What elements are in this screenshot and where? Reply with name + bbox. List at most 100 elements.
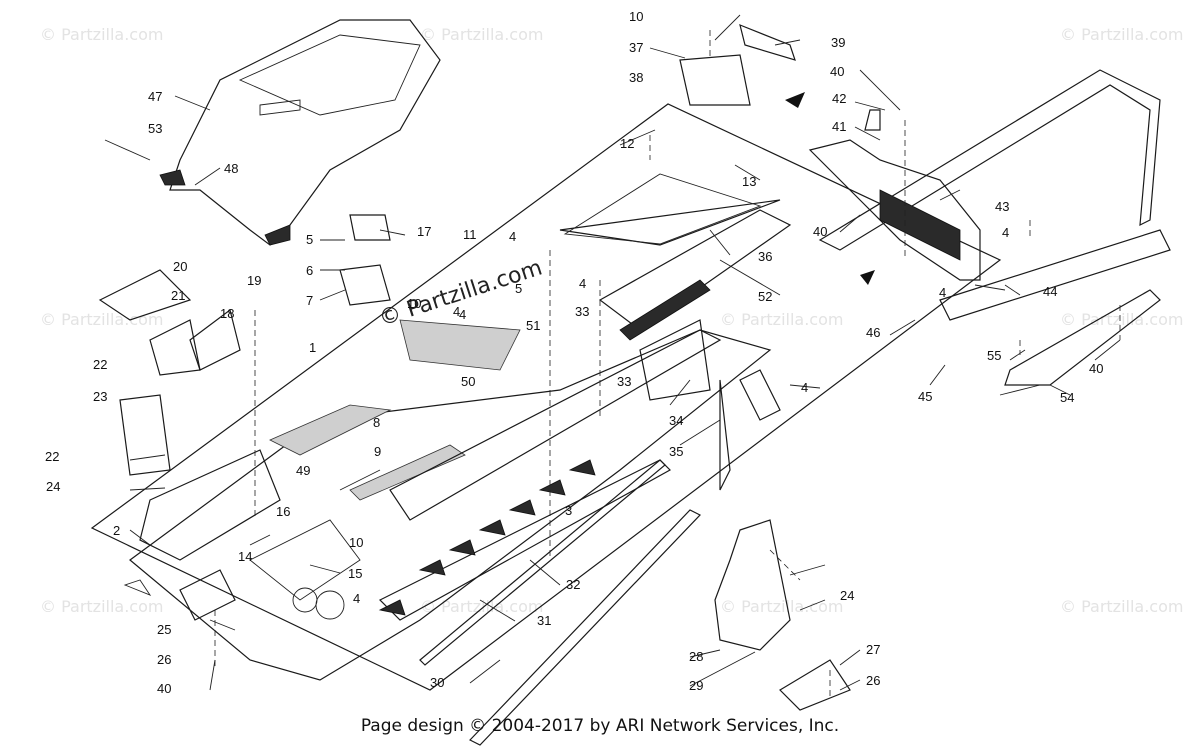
left-side-parts xyxy=(98,214,391,476)
callout-label: 47 xyxy=(148,89,162,104)
callout-label: 53 xyxy=(148,121,162,136)
callout-label: 39 xyxy=(831,35,845,50)
callout-label: 27 xyxy=(866,642,880,657)
callout-label: 4 xyxy=(1002,225,1009,240)
watermark: © Partzilla.com xyxy=(420,25,543,44)
watermark: © Partzilla.com xyxy=(1060,597,1183,616)
callout-label: 35 xyxy=(669,444,683,459)
callout-label: 4 xyxy=(459,307,466,322)
taillight-bracket xyxy=(679,24,796,106)
callout-label: 23 xyxy=(93,389,107,404)
callout-label: 38 xyxy=(629,70,643,85)
callout-label: 43 xyxy=(995,199,1009,214)
tri-rail xyxy=(378,459,596,616)
callout-label: 4 xyxy=(509,229,516,244)
callout-label: 22 xyxy=(45,449,59,464)
callout-label: 11 xyxy=(463,227,477,242)
callout-label: 19 xyxy=(247,273,261,288)
callout-label: 6 xyxy=(306,263,313,278)
callout-label: 40 xyxy=(830,64,844,79)
callout-label: 42 xyxy=(832,91,846,106)
callout-label: 32 xyxy=(566,577,580,592)
callout-label: 33 xyxy=(575,304,589,319)
callout-label: 18 xyxy=(220,306,234,321)
callout-label: 5 xyxy=(515,281,522,296)
callout-label: 50 xyxy=(461,374,475,389)
callout-label: 9 xyxy=(374,444,381,459)
callout-label: 26 xyxy=(157,652,171,667)
rear-bumper xyxy=(818,69,1171,386)
callout-label: 25 xyxy=(157,622,171,637)
callout-label: 33 xyxy=(617,374,631,389)
callout-label: 46 xyxy=(866,325,880,340)
callout-label: 41 xyxy=(832,119,846,134)
callout-label: 44 xyxy=(1043,284,1057,299)
page-footer: Page design © 2004-2017 by ARI Network S… xyxy=(360,716,840,736)
watermark: © Partzilla.com xyxy=(1060,310,1183,329)
callout-label: 4 xyxy=(801,380,808,395)
callout-label: 48 xyxy=(224,161,238,176)
callout-label: 5 xyxy=(306,232,313,247)
callout-label: 15 xyxy=(348,566,362,581)
callout-label: 4 xyxy=(579,276,586,291)
watermark: © Partzilla.com xyxy=(40,597,163,616)
callout-label: 49 xyxy=(296,463,310,478)
callout-label: 17 xyxy=(417,224,431,239)
watermark: © Partzilla.com xyxy=(720,597,843,616)
callout-label: 36 xyxy=(758,249,772,264)
callout-label: 14 xyxy=(238,549,252,564)
callout-label: 51 xyxy=(526,318,540,333)
foot-rest xyxy=(179,519,851,711)
callout-label: 45 xyxy=(918,389,932,404)
callout-labels: 1 2 3 4 4 4 4 4 4 4 4 5 5 6 7 8 9 10 10 … xyxy=(45,9,1103,696)
callout-label: 55 xyxy=(987,348,1001,363)
alignment-lines xyxy=(214,30,1121,700)
arrow-icon xyxy=(785,92,805,108)
callout-label: 24 xyxy=(840,588,854,603)
arrow-icon xyxy=(860,270,875,285)
callout-label: 24 xyxy=(46,479,60,494)
snow-flap xyxy=(808,109,981,281)
callout-label: 22 xyxy=(93,357,107,372)
callout-label: 13 xyxy=(742,174,756,189)
leader-lines xyxy=(104,14,1121,691)
callout-label: 30 xyxy=(430,675,444,690)
callout-label: 54 xyxy=(1060,390,1074,405)
tunnel-assembly xyxy=(90,103,1002,691)
callout-label: 20 xyxy=(173,259,187,274)
seat xyxy=(159,19,441,246)
callout-label: 40 xyxy=(1089,361,1103,376)
callout-label: 10 xyxy=(349,535,363,550)
running-board-tube xyxy=(419,459,701,746)
callout-label: 16 xyxy=(276,504,290,519)
callout-label: 28 xyxy=(689,649,703,664)
callout-label: 2 xyxy=(113,523,120,538)
watermark: © Partzilla.com xyxy=(40,310,163,329)
callout-label: 1 xyxy=(309,340,316,355)
callout-label: 10 xyxy=(407,296,421,311)
callout-label: 7 xyxy=(306,293,313,308)
right-side-parts xyxy=(639,319,781,491)
callout-label: 29 xyxy=(689,678,703,693)
callout-label: 4 xyxy=(939,285,946,300)
watermark: © Partzilla.com xyxy=(420,597,543,616)
callout-label: 21 xyxy=(171,288,185,303)
callout-label: 31 xyxy=(537,613,551,628)
watermark-layer: © Partzilla.com © Partzilla.com © Partzi… xyxy=(40,25,1183,616)
callout-label: 12 xyxy=(620,136,634,151)
callout-label: 10 xyxy=(629,9,643,24)
callout-label: 40 xyxy=(813,224,827,239)
callout-label: 3 xyxy=(565,503,572,518)
watermark: © Partzilla.com xyxy=(1060,25,1183,44)
callout-label: 34 xyxy=(669,413,683,428)
watermark: © Partzilla.com xyxy=(40,25,163,44)
callout-label: 4 xyxy=(453,304,460,319)
callout-label: 8 xyxy=(373,415,380,430)
callout-label: 40 xyxy=(157,681,171,696)
callout-label: 52 xyxy=(758,289,772,304)
watermark: © Partzilla.com xyxy=(720,310,843,329)
callout-label: 26 xyxy=(866,673,880,688)
callout-label: 37 xyxy=(629,40,643,55)
callout-label: 4 xyxy=(353,591,360,606)
